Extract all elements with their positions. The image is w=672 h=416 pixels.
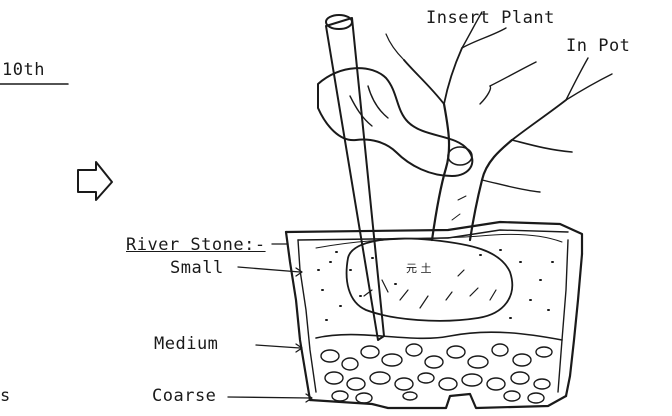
soil-dots — [318, 250, 553, 320]
title-line-1: Insert Plant — [426, 8, 555, 28]
step-date-label: 10th — [2, 60, 45, 80]
medium-leader — [256, 345, 300, 348]
planting-stick — [326, 15, 384, 340]
right-arrow-icon — [78, 162, 112, 200]
medium-label: Medium — [154, 334, 218, 354]
cut-off-text: s — [0, 386, 11, 406]
coarse-label: Coarse — [152, 386, 216, 406]
root-ball: 元 土 — [347, 239, 513, 321]
coarse-gravel — [321, 344, 552, 403]
medium-layer — [316, 332, 562, 340]
river-stone-label: River Stone:- — [126, 235, 266, 255]
small-label: Small — [170, 258, 224, 278]
svg-text:元 土: 元 土 — [406, 262, 432, 275]
soil-layer — [316, 234, 562, 320]
title-line-2: In Pot — [566, 36, 630, 56]
coarse-leader — [228, 397, 310, 398]
